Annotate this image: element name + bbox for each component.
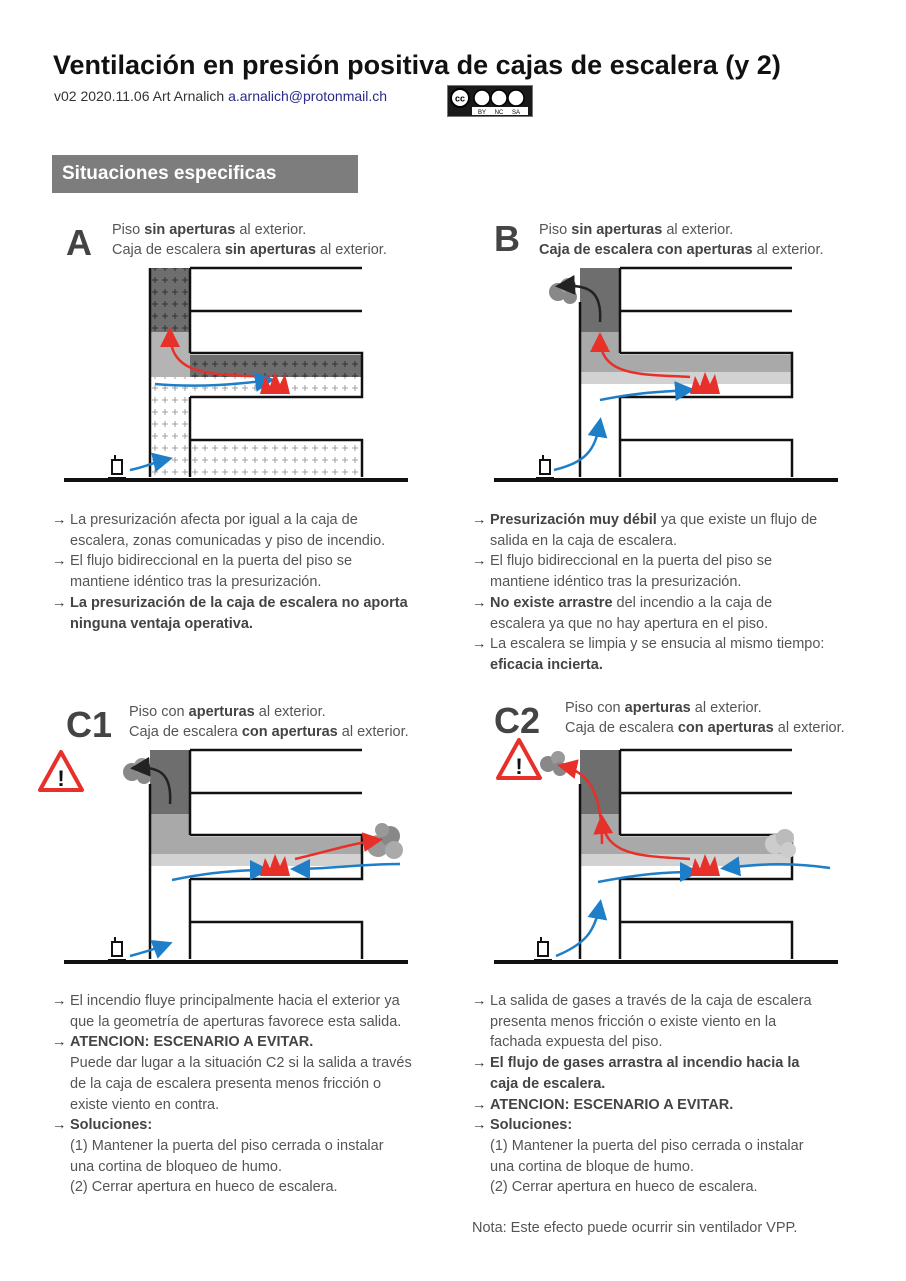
smoke-icon (540, 751, 567, 776)
case-c1-note-3: →Soluciones:(1) Mantener la puerta del p… (52, 1117, 384, 1196)
document-meta: v02 2020.11.06 Art Arnalich a.arnalich@p… (54, 88, 387, 104)
author-email[interactable]: a.arnalich@protonmail.ch (228, 88, 388, 104)
case-c1-note-2: →ATENCION: ESCENARIO A EVITAR.Puede dar … (52, 1034, 412, 1113)
version-author: v02 2020.11.06 Art Arnalich (54, 88, 229, 104)
case-b-notes: →Presurización muy débil ya que existe u… (472, 510, 882, 676)
case-b-caption: Piso sin aperturas al exterior. Caja de … (539, 222, 824, 258)
case-b-note-3: →No existe arrastre del incendio a la ca… (472, 594, 773, 632)
case-c1-note-1: →El incendio fluye principalmente hacia … (52, 993, 402, 1030)
fan-icon (108, 455, 126, 479)
cc-nc-label: NC (495, 110, 504, 116)
smoke-icon (765, 829, 796, 858)
case-b-note-4: →La escalera se limpia y se ensucia al m… (472, 636, 825, 673)
cc-by-label: BY (478, 110, 486, 116)
sa-icon (507, 89, 525, 107)
diagram-c1 (64, 748, 408, 964)
smoke-icon (123, 758, 151, 784)
warning-icon: ! (38, 750, 84, 792)
section-header: Situaciones especificas (52, 155, 358, 193)
cc-license-badge: cc BY NC SA (447, 85, 533, 117)
fan-icon (108, 937, 126, 961)
fire-icon (260, 372, 290, 394)
case-a-note-3: →La presurización de la caja de escalera… (52, 594, 408, 632)
svg-text:!: ! (57, 766, 64, 791)
nc-icon (490, 89, 508, 107)
case-c2-note-3: →ATENCION: ESCENARIO A EVITAR. (472, 1096, 734, 1113)
fan-icon (534, 937, 552, 961)
by-icon (473, 89, 491, 107)
case-c2-note-4: →Soluciones:(1) Mantener la puerta del p… (472, 1117, 804, 1196)
cc-sa-label: SA (512, 110, 520, 116)
svg-text:!: ! (515, 754, 522, 779)
case-c1-notes: →El incendio fluye principalmente hacia … (52, 991, 462, 1198)
case-c1-letter: C1 (66, 704, 113, 745)
case-b-note-2: →El flujo bidireccional en la puerta del… (472, 553, 773, 591)
fire-icon (260, 854, 290, 876)
document-title: Ventilación en presión positiva de cajas… (53, 50, 781, 80)
diagram-c2 (494, 748, 838, 964)
diagram-b (494, 266, 838, 482)
case-a-note-1: →La presurización afecta por igual a la … (52, 512, 386, 549)
case-c1-caption: Piso con aperturas al exterior. Caja de … (129, 704, 409, 740)
case-c2-letter: C2 (494, 700, 541, 741)
case-b-letter: B (494, 218, 520, 259)
warning-icon: ! (496, 738, 542, 780)
case-c2-notes: →La salida de gases a través de la caja … (472, 991, 882, 1198)
fire-icon (690, 372, 720, 394)
case-b-note-1: →Presurización muy débil ya que existe u… (472, 512, 818, 549)
fan-icon (536, 455, 554, 479)
svg-text:cc: cc (455, 94, 465, 104)
fire-icon (690, 854, 720, 876)
case-a-notes: →La presurización afecta por igual a la … (52, 510, 452, 634)
case-a-letter: A (66, 222, 92, 263)
cc-icon (450, 88, 470, 108)
case-c2-note-1: →La salida de gases a través de la caja … (472, 993, 812, 1051)
case-a-note-2: →El flujo bidireccional en la puerta del… (52, 553, 353, 591)
footnote: Nota: Este efecto puede ocurrir sin vent… (472, 1220, 798, 1236)
smoke-icon (549, 278, 577, 304)
diagram-a (64, 266, 408, 482)
case-a-caption: Piso sin aperturas al exterior. Caja de … (112, 222, 387, 258)
case-c2-caption: Piso con aperturas al exterior. Caja de … (565, 700, 845, 736)
case-c2-note-2: → El flujo de gases arrastra al incendio… (472, 1055, 800, 1092)
